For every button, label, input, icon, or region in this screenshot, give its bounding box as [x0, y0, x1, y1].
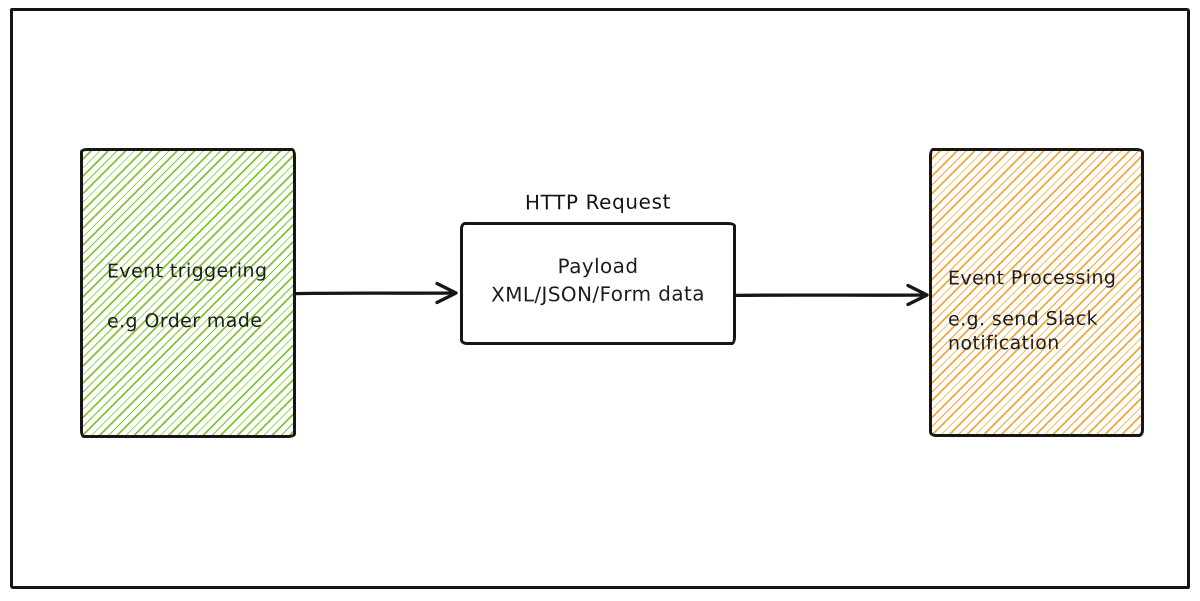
arrow-request-to-processing — [733, 283, 929, 307]
http-request-label: HTTP Request — [524, 189, 672, 215]
node-event-triggering-line-2: e.g Order made — [106, 309, 263, 333]
node-http-request-line-1: Payload — [557, 253, 639, 279]
node-http-request-payload: Payload XML/JSON/Form data — [460, 222, 736, 345]
node-event-triggering-text: Event triggering e.g Order made — [83, 151, 293, 334]
node-http-request-text: Payload XML/JSON/Form data — [463, 225, 733, 308]
node-event-triggering-line-1: Event triggering — [106, 259, 268, 283]
arrowhead-icon — [906, 283, 929, 307]
node-event-processing: Event Processing e.g. send Slack notific… — [929, 148, 1144, 437]
arrow-trigger-to-request — [294, 281, 458, 305]
node-event-processing-line-2: e.g. send Slack — [947, 307, 1099, 331]
node-event-triggering: Event triggering e.g Order made — [80, 148, 296, 438]
line-gap — [948, 290, 1141, 307]
node-http-request-line-2: XML/JSON/Form data — [491, 281, 705, 307]
line-gap — [107, 284, 293, 309]
arrowhead-icon — [435, 281, 458, 305]
node-event-processing-line-3: notification — [947, 331, 1060, 355]
outer-frame — [10, 8, 1190, 589]
node-event-processing-line-1: Event Processing — [947, 266, 1117, 290]
node-event-processing-text: Event Processing e.g. send Slack notific… — [932, 151, 1141, 355]
